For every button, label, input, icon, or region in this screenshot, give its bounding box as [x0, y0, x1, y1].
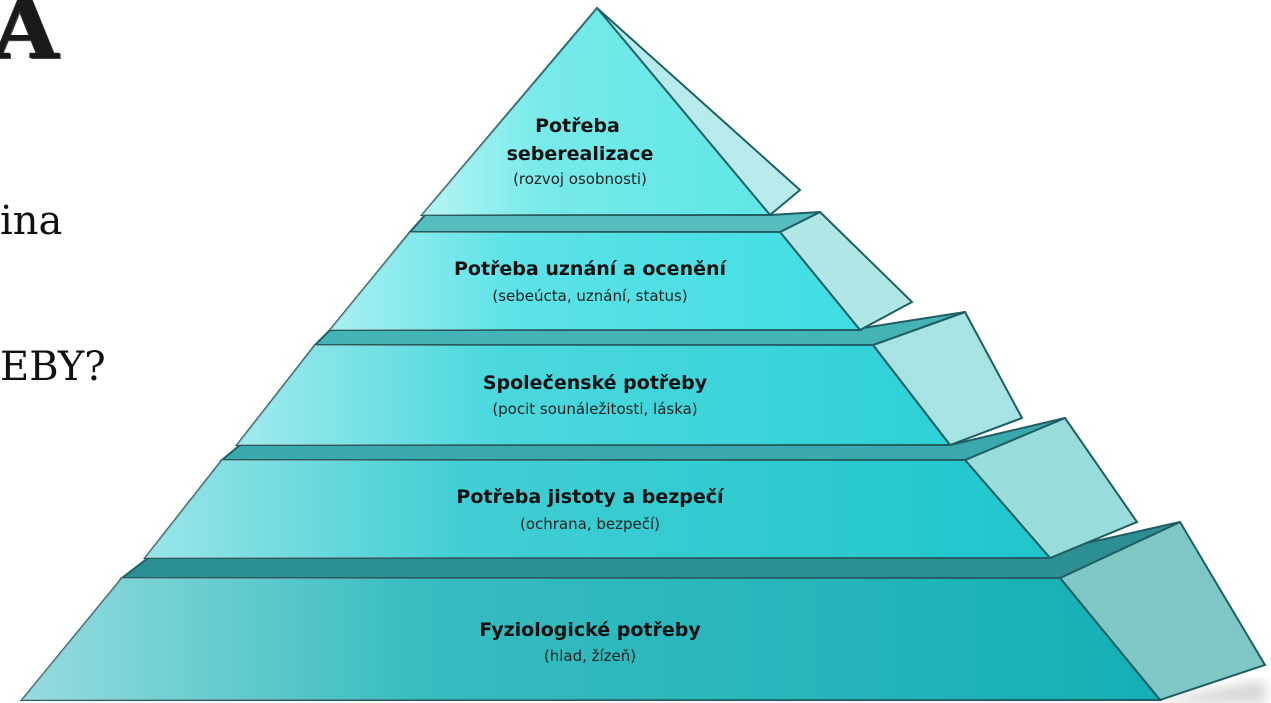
level-4-title: Potřeba jistoty a bezpečí	[456, 486, 725, 508]
slide-text-line-2: EBY?	[0, 344, 106, 390]
level-4-subtitle: (ochrana, bezpečí)	[520, 515, 660, 533]
slide-text-line-1: ina	[0, 198, 63, 244]
level-3-title: Společenské potřeby	[483, 372, 708, 394]
pyramid-level-self-actualization	[419, 6, 802, 217]
pyramid-level-safety	[142, 416, 1139, 560]
level-2-title: Potřeba uznání a ocenění	[454, 258, 728, 280]
level-3-subtitle: (pocit sounáležitosti, láska)	[492, 400, 697, 418]
level-1-title-line-1: Potřeba	[535, 115, 620, 137]
pyramid-level-esteem	[327, 210, 914, 332]
level-5-subtitle: (hlad, žízeň)	[544, 647, 636, 665]
level-1-title: Potřeba seberealizace	[507, 115, 654, 165]
level-1-subtitle: (rozvoj osobnosti)	[513, 170, 647, 188]
level-2-subtitle: (sebeúcta, uznání, status)	[492, 287, 687, 305]
level-5-title: Fyziologické potřeby	[479, 619, 701, 641]
pyramid-level-social	[234, 310, 1024, 447]
level-1-title-line-2: seberealizace	[507, 143, 654, 165]
slide-heading-fragment: A	[0, 0, 59, 79]
